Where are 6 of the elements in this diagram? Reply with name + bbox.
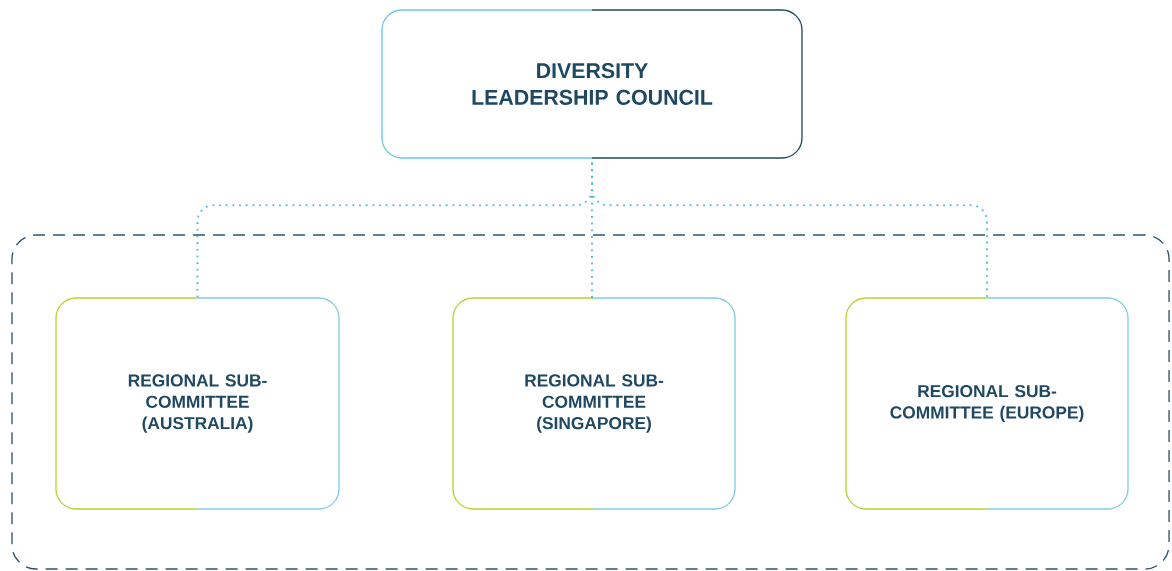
committee-box: REGIONAL SUB-COMMITTEE (SINGAPORE) xyxy=(452,297,736,510)
committee-box: REGIONAL SUB-COMMITTEE (EUROPE) xyxy=(845,297,1129,510)
connector-line xyxy=(590,162,989,299)
dashed-group-frame xyxy=(11,234,1170,570)
committee-box: REGIONAL SUB-COMMITTEE (AUSTRALIA) xyxy=(55,297,340,510)
council-box: DIVERSITY LEADERSHIP COUNCIL xyxy=(381,9,803,159)
